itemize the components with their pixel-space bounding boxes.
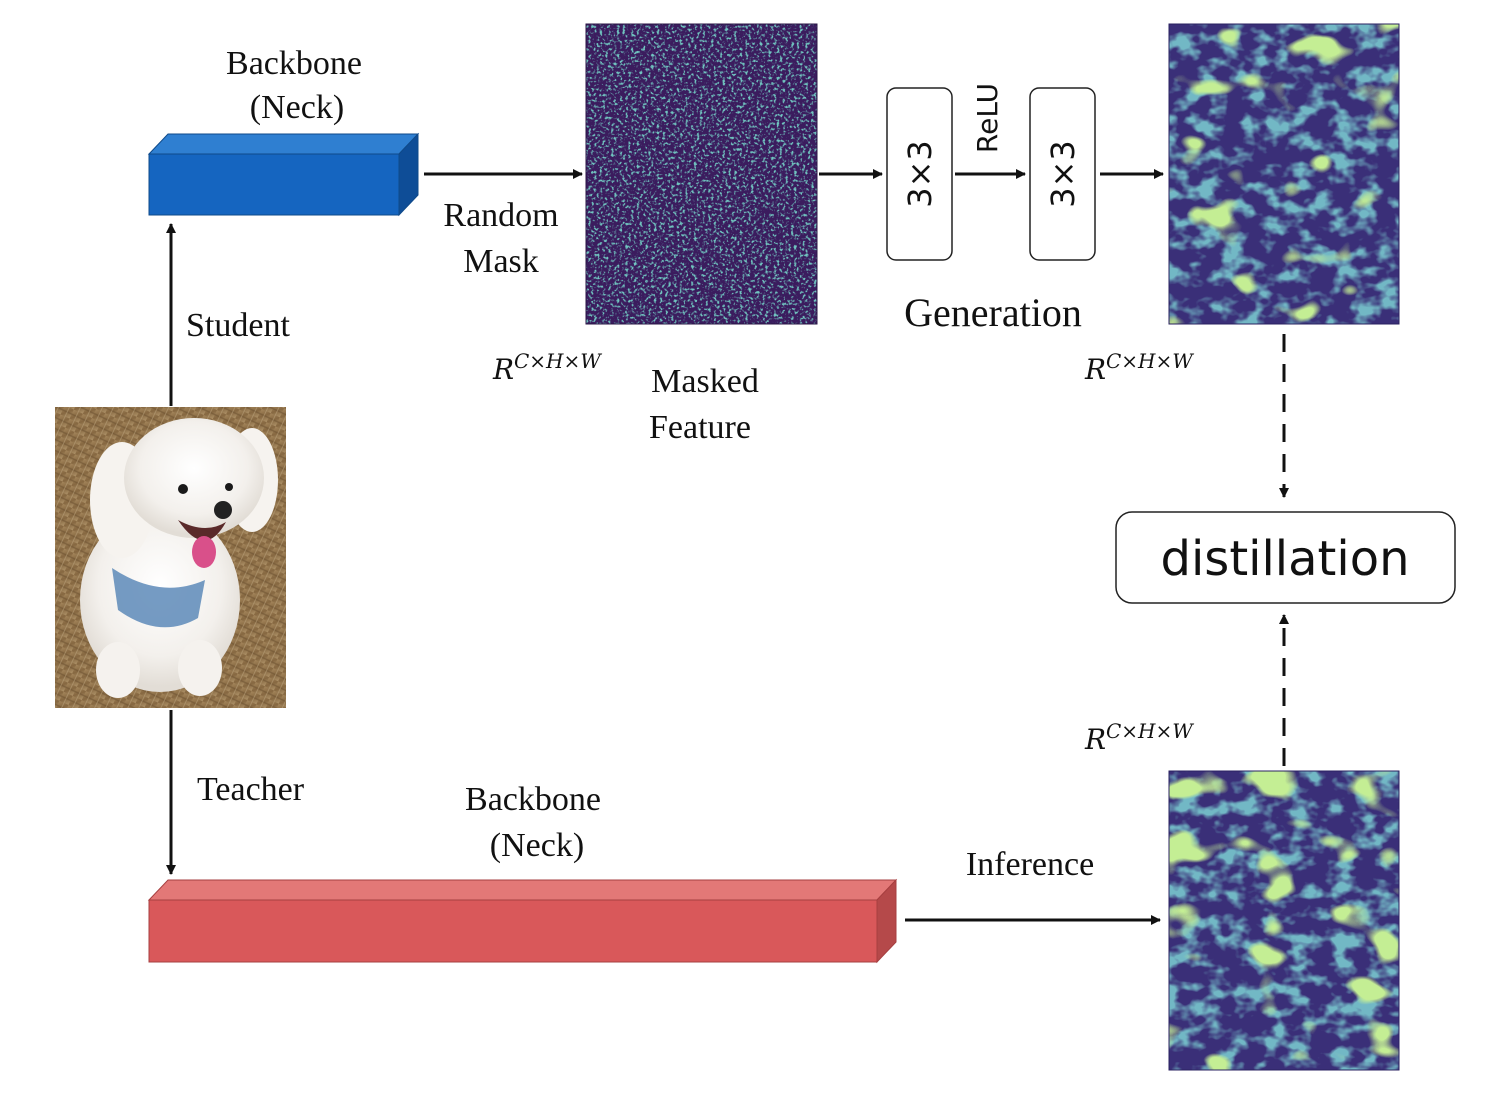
distillation-box: distillation bbox=[1115, 511, 1456, 604]
generated-feature-map bbox=[1168, 23, 1400, 325]
teacher-feature-dim-sup: C×H×W bbox=[1106, 719, 1194, 743]
conv-block-2-label: 3×3 bbox=[1044, 140, 1082, 208]
teacher-backbone-block bbox=[147, 878, 898, 964]
masked-feature-map bbox=[585, 23, 818, 325]
generated-feature-dim-sup: C×H×W bbox=[1106, 349, 1194, 373]
generated-feature-dim-base: R bbox=[1084, 353, 1106, 386]
relu-label: ReLU bbox=[971, 83, 1004, 153]
masked-feature-dim-sup: C×H×W bbox=[514, 349, 602, 373]
random-mask-label-line1: Random bbox=[443, 197, 558, 234]
teacher-feature-dim-base: R bbox=[1084, 723, 1106, 756]
teacher-backbone-subtitle: (Neck) bbox=[490, 827, 584, 864]
conv-block-2: 3×3 bbox=[1029, 87, 1096, 261]
random-mask-label-line2: Mask bbox=[463, 243, 539, 280]
student-backbone-subtitle: (Neck) bbox=[250, 89, 344, 126]
conv-block-1-label: 3×3 bbox=[901, 140, 939, 208]
inference-label: Inference bbox=[966, 846, 1094, 883]
conv-block-1: 3×3 bbox=[886, 87, 953, 261]
masked-feature-label-line1: Masked bbox=[651, 363, 759, 400]
input-image-dog bbox=[55, 407, 286, 708]
distillation-label: distillation bbox=[1161, 531, 1410, 587]
student-label: Student bbox=[186, 307, 290, 344]
student-backbone-title: Backbone bbox=[226, 45, 362, 82]
teacher-feature-map bbox=[1168, 770, 1400, 1071]
masked-feature-label-line2: Feature bbox=[649, 409, 751, 446]
teacher-backbone-title: Backbone bbox=[465, 781, 601, 818]
masked-feature-dim-base: R bbox=[492, 353, 514, 386]
teacher-label: Teacher bbox=[197, 771, 305, 808]
generation-label: Generation bbox=[904, 290, 1082, 335]
student-backbone-block bbox=[147, 132, 420, 217]
